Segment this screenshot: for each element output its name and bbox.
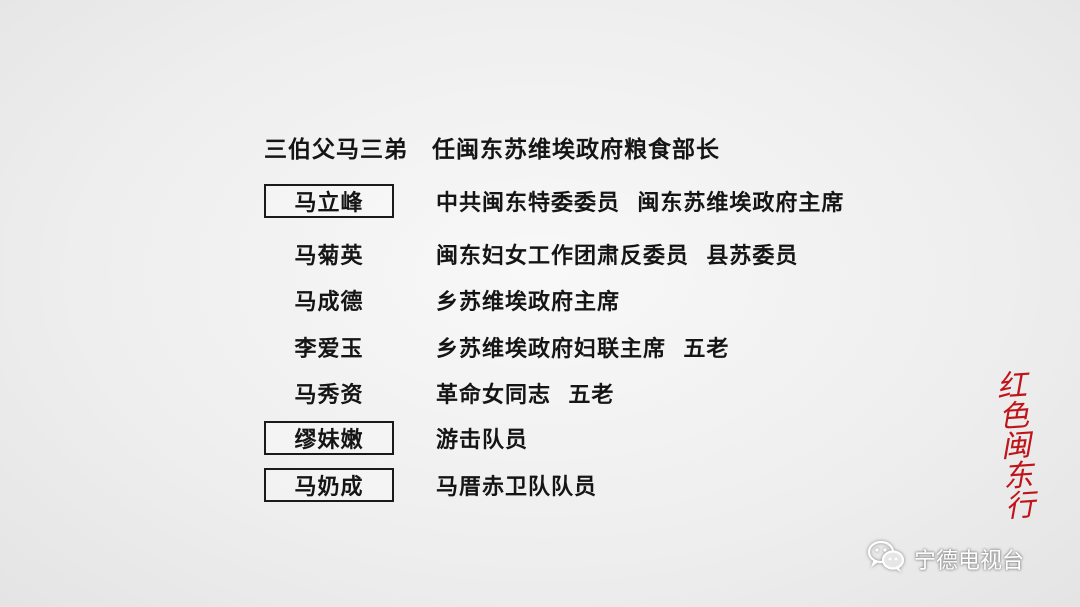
header-relation: 三伯父马三弟 [264,137,408,163]
seal-char: 行 [1003,487,1037,525]
member-row: 马菊英 闽东妇女工作团肃反委员 县苏委员 [0,234,1080,274]
member-role: 闽东妇女工作团肃反委员 县苏委员 [436,244,799,269]
member-role: 游击队员 [436,428,529,453]
member-name: 马秀资 [294,383,364,408]
member-row: 李爱玉 乡苏维埃政府妇联主席 五老 [0,327,1080,367]
member-row: 马奶成 马厝赤卫队队员 [0,465,1080,505]
member-name: 马菊英 [294,244,364,269]
member-name: 马奶成 [264,468,394,502]
member-role: 中共闽东特委委员 闽东苏维埃政府主席 [436,191,845,216]
channel-watermark: 宁德电视台 [866,539,1025,579]
member-row: 缪妹嫩 游击队员 [0,418,1080,458]
member-row: 马立峰 中共闽东特委委员 闽东苏维埃政府主席 [0,181,1080,221]
member-role: 乡苏维埃政府主席 [436,290,621,315]
member-name: 马成德 [294,290,364,315]
member-name: 李爱玉 [294,337,364,362]
member-role: 革命女同志 五老 [436,383,615,408]
member-role: 马厝赤卫队队员 [436,475,598,500]
header-role: 任闽东苏维埃政府粮食部长 [432,137,720,163]
member-name: 缪妹嫩 [264,421,394,455]
member-row: 马成德 乡苏维埃政府主席 [0,280,1080,320]
watermark-text: 宁德电视台 [914,549,1025,574]
header-line: 三伯父马三弟任闽东苏维埃政府粮食部长 [264,130,720,164]
wechat-icon [866,539,906,579]
member-name: 马立峰 [264,184,394,218]
member-row: 马秀资 革命女同志 五老 [0,373,1080,413]
member-role: 乡苏维埃政府妇联主席 五老 [436,337,730,362]
